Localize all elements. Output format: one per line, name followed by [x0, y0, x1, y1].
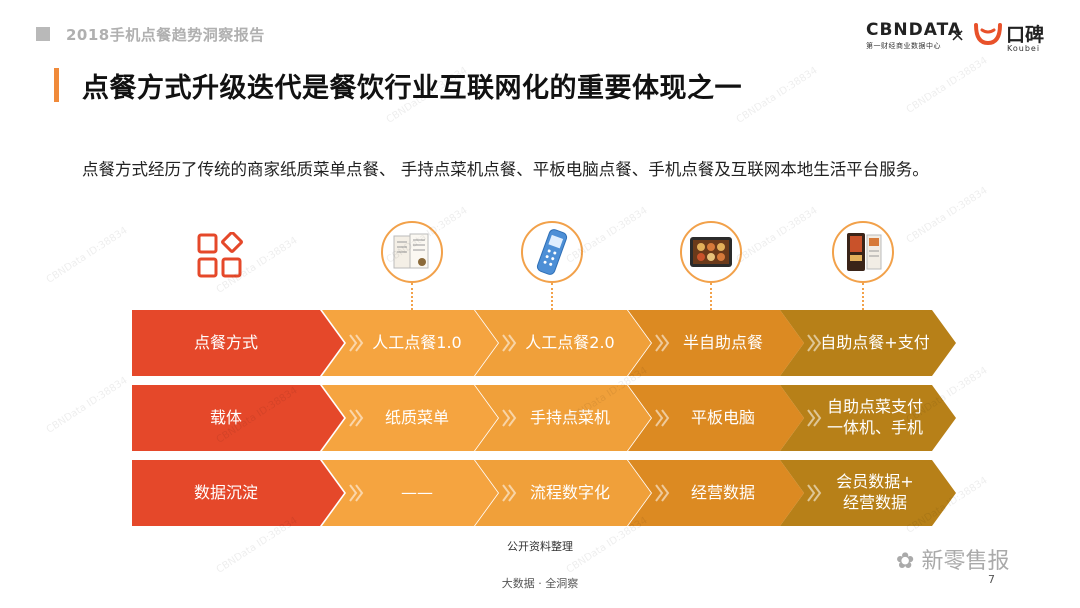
page-number: 7 — [988, 573, 995, 586]
cell-shape — [628, 385, 804, 451]
report-title: 2018手机点餐趋势洞察报告 — [66, 26, 265, 44]
koubei-logo-en: Koubei — [1007, 44, 1041, 53]
cell-shape — [475, 460, 651, 526]
self-service-kiosk-icon — [832, 221, 894, 283]
connector-dots-3 — [710, 283, 712, 310]
cell-label: —— — [346, 482, 488, 503]
cell-label-line: 手持点菜机 — [529, 407, 610, 427]
cell-label-line: 一体机、手机 — [826, 418, 923, 437]
cell-label: 半自助点餐 — [652, 332, 794, 353]
cell-label-line: 平板电脑 — [690, 407, 755, 427]
logo-separator: × — [950, 25, 966, 46]
chevron-arrow-icon — [502, 334, 517, 352]
cell-label: 经营数据 — [652, 482, 794, 503]
row-header-shape — [132, 385, 344, 451]
cell-shape — [475, 310, 651, 376]
chevron-arrow-icon — [655, 409, 670, 427]
cell-label-line: 流程数字化 — [529, 482, 610, 502]
cell-label-line: 人工点餐2.0 — [525, 332, 615, 352]
row-header-label: 载体 — [209, 408, 242, 427]
row-header-shape — [132, 310, 344, 376]
source-note: 公开资料整理 — [507, 540, 573, 553]
tablet-icon — [680, 221, 742, 283]
cell-shape — [780, 460, 956, 526]
row-header-label: 点餐方式 — [193, 333, 258, 352]
cell-label: 流程数字化 — [499, 482, 641, 503]
wechat-account-name: 新零售报 — [921, 549, 1010, 574]
chevron-arrow-icon — [502, 484, 517, 502]
title-accent-bar — [54, 68, 59, 102]
paper-menu-icon — [381, 221, 443, 283]
connector-dots-4 — [862, 283, 864, 310]
cell-shape — [475, 385, 651, 451]
wechat-account-watermark: ✿ 新零售报 — [896, 543, 1009, 575]
cell-shape — [322, 385, 498, 451]
chevron-arrow-icon — [349, 334, 364, 352]
cell-label-line: 经营数据 — [690, 482, 755, 502]
row-header-label: 数据沉淀 — [193, 483, 258, 502]
cell-label: 自助点菜支付一体机、手机 — [804, 396, 946, 438]
footer-text: 大数据 · 全洞察 — [501, 577, 579, 590]
order-method-grid-icon — [197, 232, 243, 278]
cell-shape — [322, 310, 498, 376]
page-subtitle: 点餐方式经历了传统的商家纸质菜单点餐、 手持点菜机点餐、平板电脑点餐、手机点餐及… — [82, 160, 929, 179]
cell-shape — [628, 460, 804, 526]
chevron-arrow-icon — [807, 484, 822, 502]
koubei-logo-text: 口碑 — [1006, 24, 1045, 46]
cell-shape — [628, 310, 804, 376]
cbndata-logo: CBNDATA — [866, 20, 963, 40]
cell-shape — [780, 385, 956, 451]
handheld-device-icon — [521, 221, 583, 283]
cell-label-line: 自助点菜支付 — [826, 397, 923, 416]
cell-label-line: 会员数据+ — [836, 472, 914, 491]
chevron-arrow-icon — [502, 409, 517, 427]
cell-label: 自助点餐+支付 — [804, 332, 946, 353]
cell-label: 平板电脑 — [652, 407, 794, 428]
cell-shape — [322, 460, 498, 526]
chevron-arrow-icon — [655, 484, 670, 502]
cell-label-line: 自助点餐+支付 — [820, 332, 930, 352]
cell-label-line: 半自助点餐 — [682, 332, 763, 352]
connector-dots-1 — [411, 283, 413, 310]
cbndata-logo-subtitle: 第一财经商业数据中心 — [866, 42, 941, 50]
koubei-logo-icon — [974, 23, 1002, 46]
cell-label-line: 纸质菜单 — [384, 407, 449, 427]
chevron-arrow-icon — [349, 484, 364, 502]
cell-label-line: 经营数据 — [842, 493, 907, 512]
chevron-arrow-icon — [655, 334, 670, 352]
chevron-arrow-icon — [807, 409, 822, 427]
row-header-shape — [132, 460, 344, 526]
cell-label: 会员数据+ 经营数据 — [804, 471, 946, 513]
cell-label: 纸质菜单 — [346, 407, 488, 428]
cell-label-line: —— — [401, 482, 433, 502]
cell-label: 手持点菜机 — [499, 407, 641, 428]
cell-shape — [780, 310, 956, 376]
chevron-arrow-icon — [807, 334, 822, 352]
wechat-icon: ✿ — [896, 549, 915, 574]
chevron-arrow-icon — [349, 409, 364, 427]
cell-label: 人工点餐1.0 — [346, 332, 488, 353]
page-title: 点餐方式升级迭代是餐饮行业互联网化的重要体现之一 — [82, 73, 742, 104]
header-square-icon — [36, 27, 50, 41]
cell-label: 人工点餐2.0 — [499, 332, 641, 353]
connector-dots-2 — [551, 283, 553, 310]
cell-label-line: 人工点餐1.0 — [372, 332, 462, 352]
